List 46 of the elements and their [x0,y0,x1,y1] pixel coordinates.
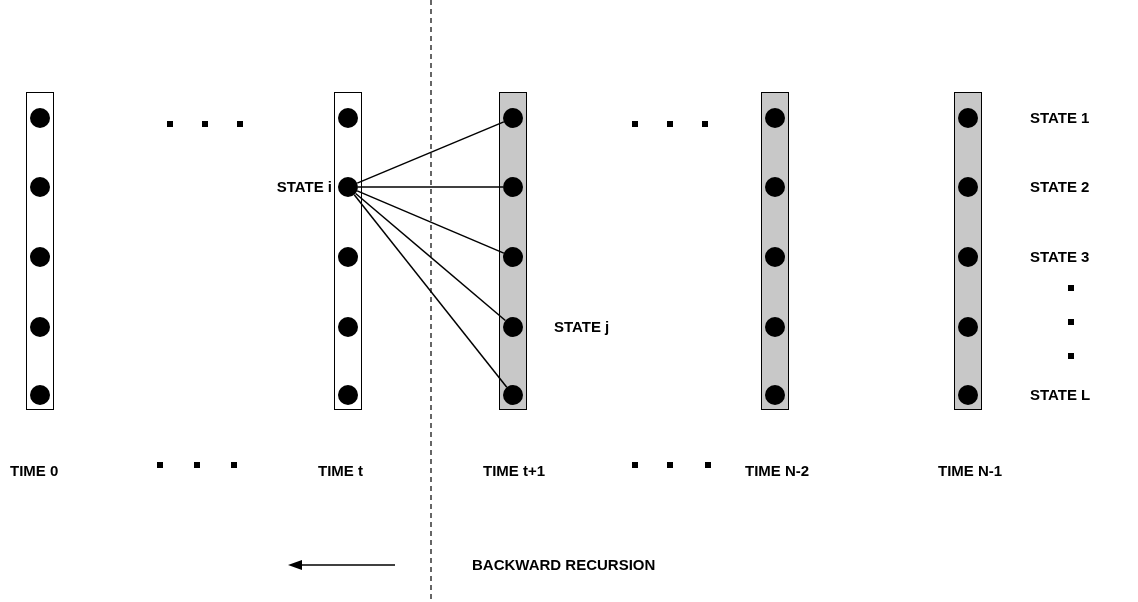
state-dot [337,316,358,337]
state-dot [957,384,978,405]
state-dot [764,246,785,267]
state-dot [337,246,358,267]
transition-line [353,194,508,388]
state-dot [29,246,50,267]
state-dot [29,107,50,128]
state-label: STATE L [1030,386,1091,404]
state-dot [764,384,785,405]
state-column [26,92,54,410]
state-dot [502,316,523,337]
state-dot [337,107,358,128]
state-dot [957,107,978,128]
state-dot [957,176,978,197]
state-dot [29,316,50,337]
transition-line [356,190,505,254]
state-dot [502,246,523,267]
time-label: TIME 0 [10,462,59,480]
state-dot [764,176,785,197]
state-dot [337,176,358,197]
state-label: STATE j [554,318,610,336]
state-dot [502,107,523,128]
state-dot [502,176,523,197]
state-label: STATE 3 [1030,248,1090,266]
time-label: TIME N-1 [938,462,1003,480]
state-label: STATE i [276,178,332,196]
shaded-state-column [761,92,789,410]
state-dot [957,246,978,267]
state-dot [957,316,978,337]
state-label: STATE 1 [1030,109,1090,127]
caption-text: BACKWARD RECURSION [472,556,656,574]
time-label: TIME t+1 [483,462,546,480]
state-label: STATE 2 [1030,178,1090,196]
state-dot [764,316,785,337]
transition-line [354,192,507,322]
state-dot [29,176,50,197]
state-dot [502,384,523,405]
state-dot [337,384,358,405]
time-label: TIME t [318,462,363,480]
state-dot [29,384,50,405]
transition-line [356,121,505,184]
state-column [334,92,362,410]
state-dot [764,107,785,128]
shaded-state-column [499,92,527,410]
shaded-state-column [954,92,982,410]
time-label: TIME N-2 [745,462,810,480]
